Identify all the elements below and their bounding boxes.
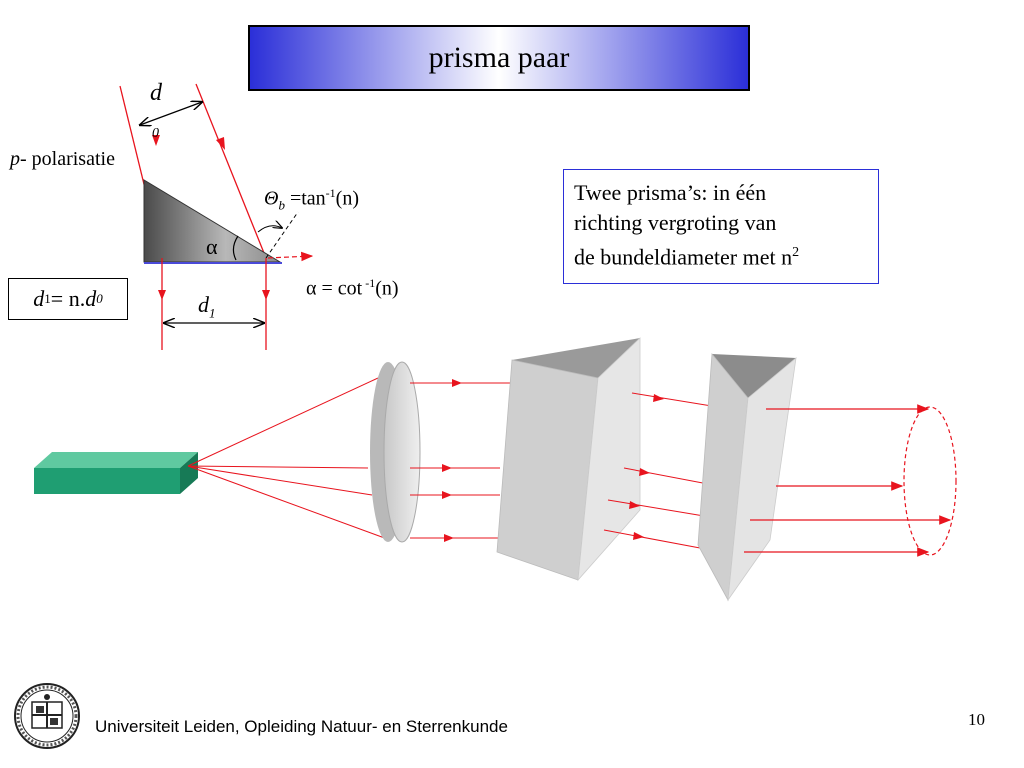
slide-title: prisma paar [248,25,750,91]
first-prism-side [577,337,641,582]
surface-normal-dashed [265,211,299,259]
diverging-beam [187,377,379,467]
beam-arrowhead [262,290,270,300]
university-seal-logo [14,683,80,749]
diverging-beam [187,465,369,469]
laser-side [180,452,198,494]
beam-arrowhead [639,468,650,476]
explanation-line-1: Twee prisma’s: in één [574,180,767,205]
refracted-beam [603,529,701,549]
d0-label: d [150,80,162,106]
collimating-lens [383,361,421,543]
second-prism-side [727,357,797,602]
page-number: 10 [968,710,985,729]
explanation-box: Twee prisma’s: in één richting vergrotin… [563,169,879,284]
polarisation-label: p- polarisatie [10,148,115,170]
d0-subscript: 0 [152,126,159,141]
diverging-beam [187,465,391,541]
beam-arrowhead [152,135,160,146]
alpha-angle-arc [232,235,239,261]
laser-front [34,468,180,494]
footer-institution: Universiteit Leiden, Opleiding Natuur- e… [95,717,508,736]
laser-top [34,452,198,468]
alpha-formula-label: α = cot -1(n) [306,276,399,300]
alpha-label: α [206,234,218,259]
beam-arrowhead [442,491,452,499]
brewster-angle-label: Θb =tan-1(n) [264,186,359,213]
beam-arrowhead [158,290,166,300]
second-prism-top [712,354,796,398]
incoming-beam-right [195,83,267,259]
beam-arrowhead [442,464,452,472]
explanation-line-2: richting vergroting van [574,210,777,235]
diverging-beam [187,465,373,496]
beam-cross-section-ellipse [903,406,957,556]
slide-title-text: prisma paar [428,41,570,74]
beam-arrowhead [629,501,640,509]
theta-angle-arc [257,226,282,233]
beam-arrowhead [444,534,454,542]
refracted-beam [607,499,705,517]
reflected-beam-dashed [267,251,314,262]
beam-arrowhead [633,532,644,540]
refracted-beam [623,467,709,485]
beam-arrowhead [452,379,462,387]
beam-arrowhead [653,394,664,402]
beam-arrowhead [216,137,225,150]
d1-label: d1 [198,292,216,321]
explanation-line-3: de bundeldiameter met n2 [574,244,800,270]
d0-dimension-arrow [140,102,202,125]
